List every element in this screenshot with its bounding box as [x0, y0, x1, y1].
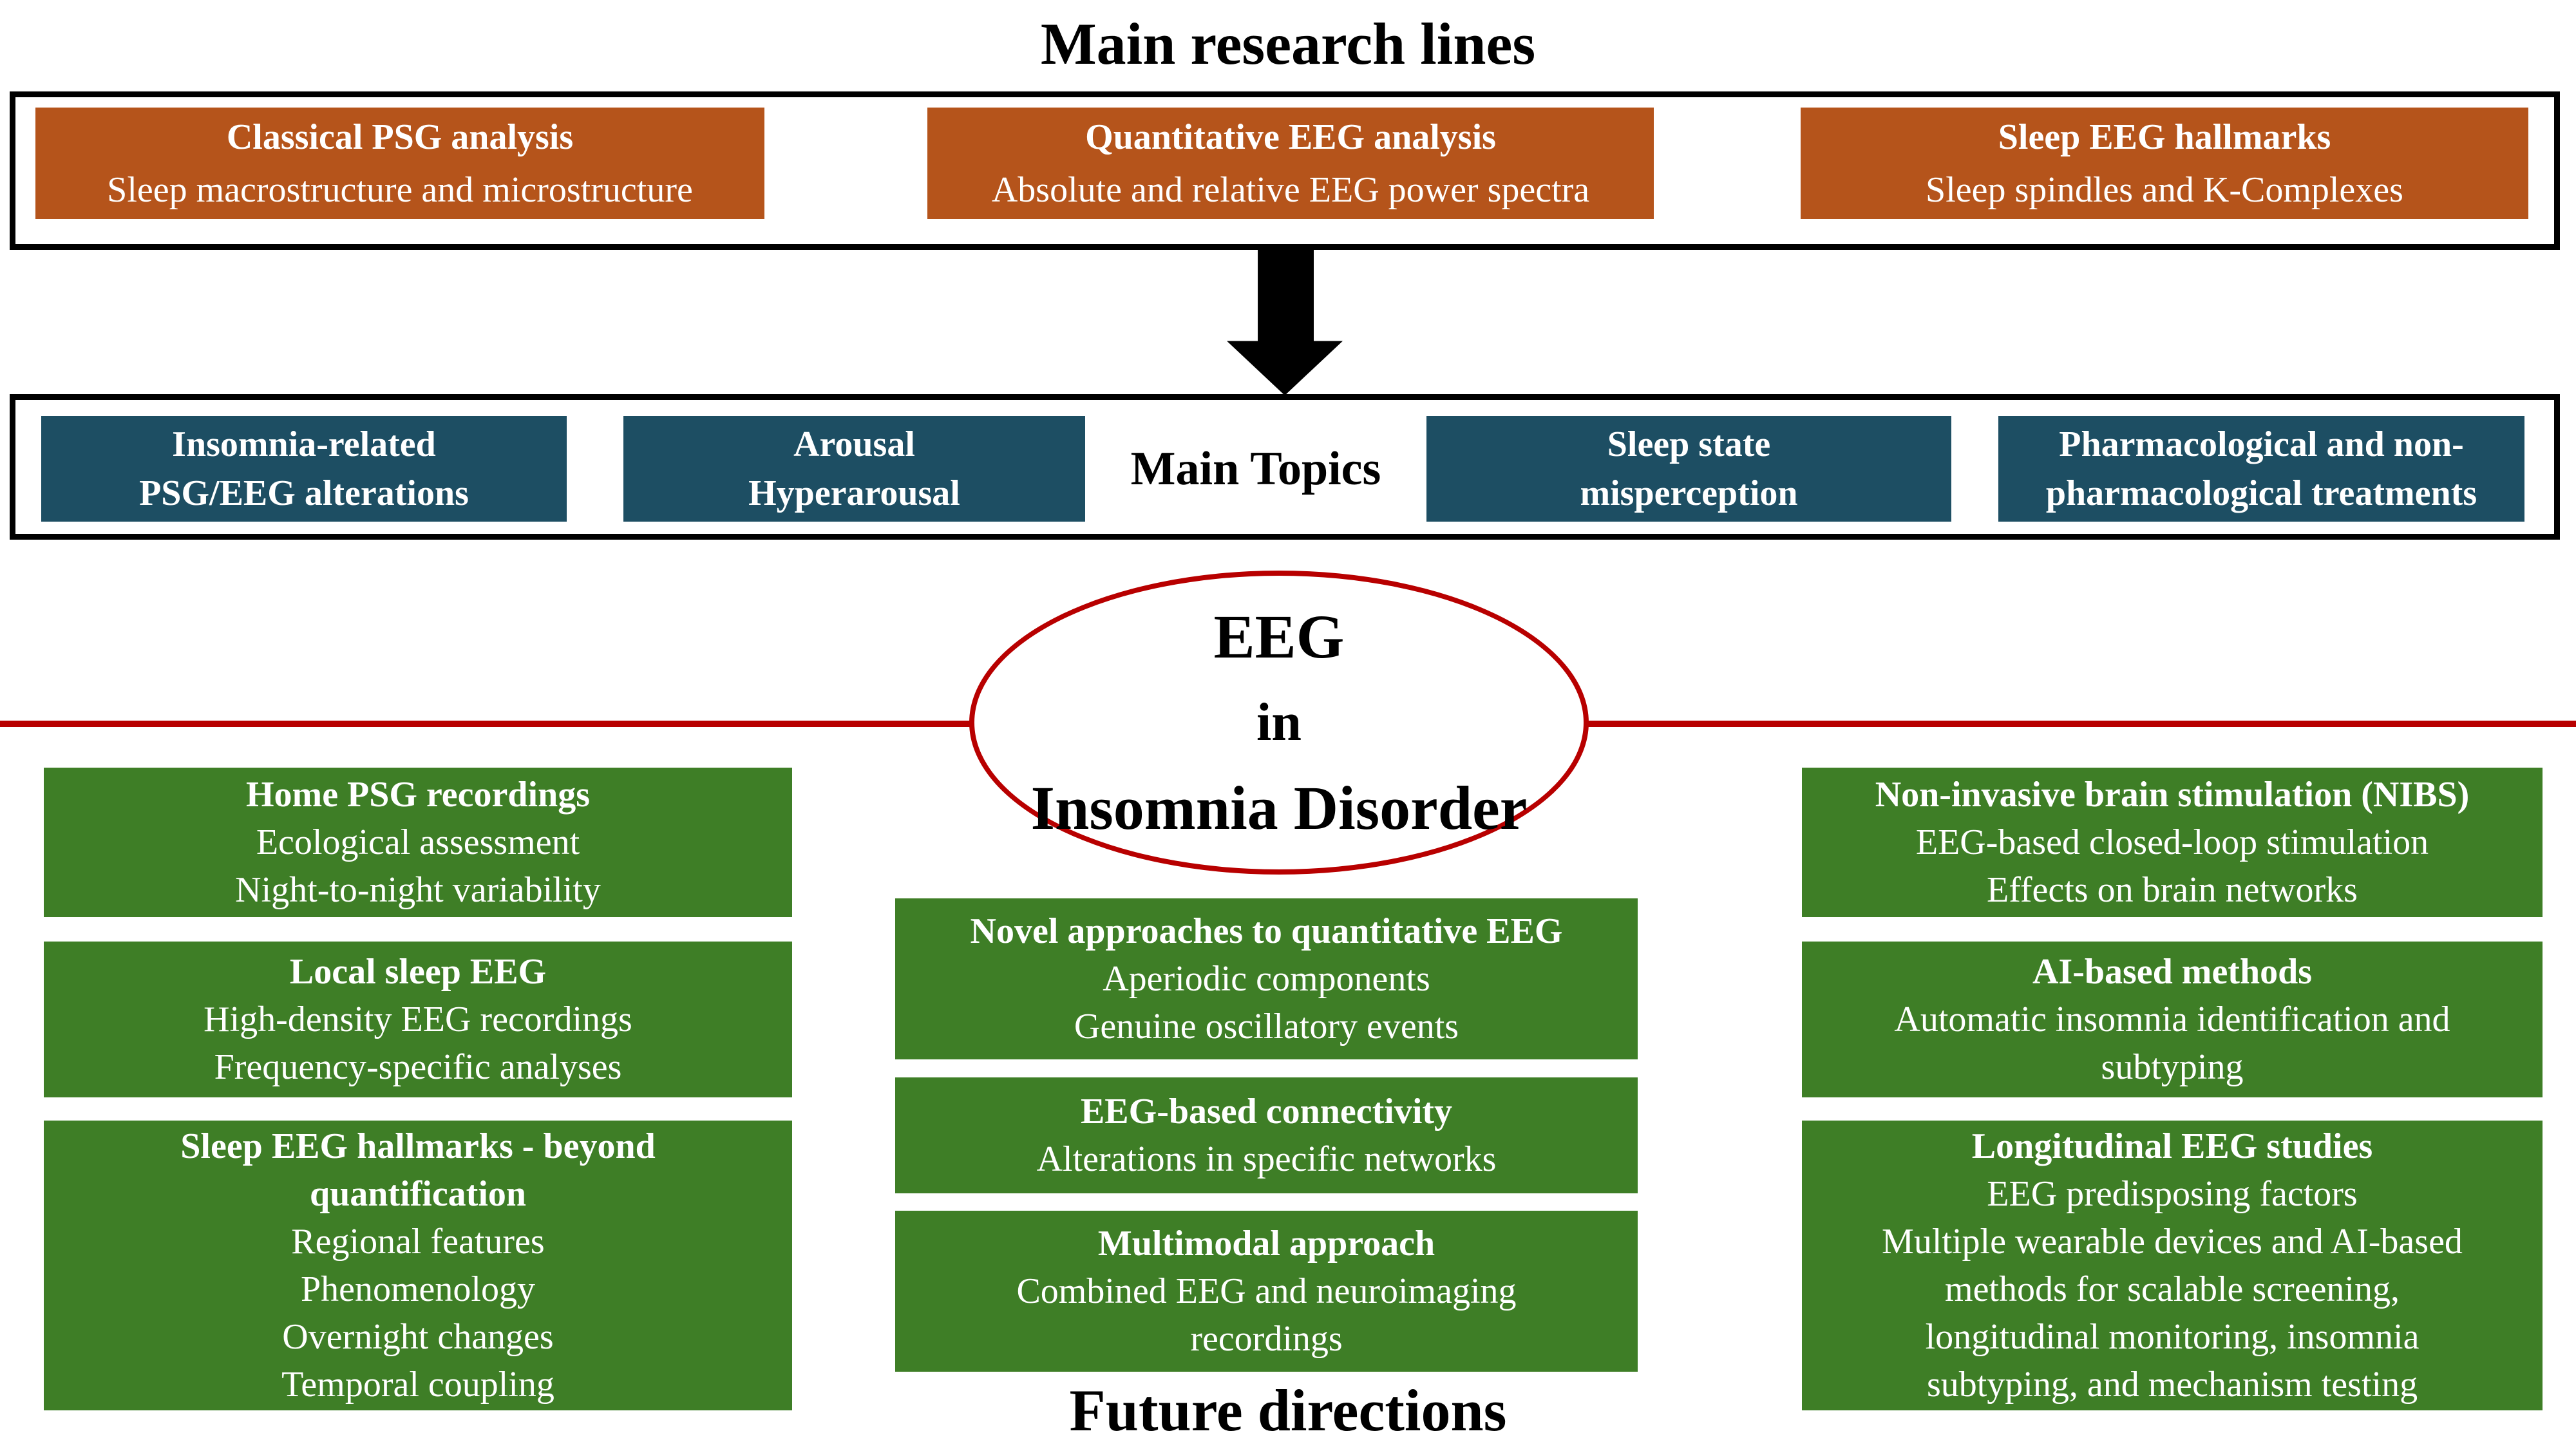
future-box-eeg-based-connectivity: EEG-based connectivity Alterations in sp…: [895, 1077, 1638, 1193]
box-text-line: Ecological assessment: [256, 822, 580, 862]
future-box-local-sleep-eeg: Local sleep EEG High-density EEG recordi…: [44, 942, 792, 1097]
page-title: Main research lines: [1040, 11, 1536, 77]
box-text-line: High-density EEG recordings: [204, 999, 632, 1039]
box-text-line: Automatic insomnia identification and: [1894, 999, 2450, 1039]
box-text-line: Sleep spindles and K-Complexes: [1926, 169, 2403, 210]
box-text-line: Regional features: [291, 1222, 545, 1262]
ellipse-line: in: [1256, 692, 1302, 752]
box-title-line: quantification: [309, 1174, 527, 1214]
box-text-line: Combined EEG and neuroimaging: [1016, 1271, 1517, 1311]
future-box-longitudinal-eeg-studies: Longitudinal EEG studies EEG predisposin…: [1802, 1121, 2543, 1410]
box-title-line: pharmacological treatments: [2045, 473, 2477, 513]
box-text-line: Multiple wearable devices and AI-based: [1882, 1222, 2463, 1262]
main-topic-psg-eeg-alterations: Insomnia-related PSG/EEG alterations: [41, 416, 567, 522]
box-title-line: Local sleep EEG: [289, 952, 547, 992]
future-box-ai-based-methods: AI-based methods Automatic insomnia iden…: [1802, 942, 2543, 1097]
box-text-line: Genuine oscillatory events: [1074, 1007, 1459, 1046]
future-box-home-psg-recordings: Home PSG recordings Ecological assessmen…: [44, 768, 792, 917]
box-title-line: Insomnia-related: [172, 424, 436, 464]
box-title-line: Sleep EEG hallmarks: [1998, 117, 2331, 157]
box-title-line: Hyperarousal: [748, 473, 960, 513]
future-directions-title: Future directions: [1069, 1378, 1507, 1443]
box-title-line: EEG-based connectivity: [1080, 1092, 1453, 1132]
box-title-line: Sleep EEG hallmarks - beyond: [180, 1126, 656, 1166]
box-title-line: Multimodal approach: [1097, 1224, 1435, 1264]
box-text-line: subtyping: [2101, 1047, 2244, 1087]
box-title-line: Classical PSG analysis: [226, 117, 574, 157]
ellipse-line: Insomnia Disorder: [1030, 773, 1528, 842]
future-box-multimodal-approach: Multimodal approach Combined EEG and neu…: [895, 1211, 1638, 1372]
main-topics-label: Main Topics: [1130, 442, 1381, 495]
box-text-line: Alterations in specific networks: [1036, 1139, 1497, 1179]
future-box-sleep-eeg-hallmarks-beyond: Sleep EEG hallmarks - beyond quantificat…: [44, 1121, 792, 1410]
box-text-line: methods for scalable screening,: [1945, 1269, 2400, 1309]
main-topic-sleep-state-misperception: Sleep state misperception: [1426, 416, 1951, 522]
box-text-line: Aperiodic components: [1103, 959, 1430, 999]
research-line-sleep-eeg-hallmarks: Sleep EEG hallmarks Sleep spindles and K…: [1801, 108, 2528, 219]
main-topic-arousal: Arousal Hyperarousal: [623, 416, 1085, 522]
box-title-line: AI-based methods: [2032, 952, 2313, 992]
box-text-line: Frequency-specific analyses: [214, 1047, 622, 1087]
future-box-novel-quantitative-eeg: Novel approaches to quantitative EEG Ape…: [895, 898, 1638, 1059]
main-topic-treatments: Pharmacological and non- pharmacological…: [1998, 416, 2524, 522]
box-title-line: Longitudinal EEG studies: [1971, 1126, 2373, 1166]
box-title-line: Novel approaches to quantitative EEG: [970, 911, 1563, 951]
box-text-line: longitudinal monitoring, insomnia: [1925, 1317, 2420, 1357]
main-topics-label-wrap: Main Topics: [1085, 416, 1426, 522]
box-title-line: Arousal: [793, 424, 915, 464]
box-title-line: PSG/EEG alterations: [139, 473, 469, 513]
box-text-line: Night-to-night variability: [235, 870, 601, 910]
box-text-line: Absolute and relative EEG power spectra: [991, 169, 1590, 210]
box-text-line: Overnight changes: [282, 1317, 554, 1357]
box-title-line: Pharmacological and non-: [2059, 424, 2464, 464]
box-text-line: Temporal coupling: [281, 1365, 554, 1405]
box-title-line: misperception: [1580, 473, 1798, 513]
research-line-classical-psg: Classical PSG analysis Sleep macrostruct…: [35, 108, 764, 219]
box-text-line: Sleep macrostructure and microstructure: [107, 169, 693, 210]
future-box-nibs: Non-invasive brain stimulation (NIBS) EE…: [1802, 768, 2543, 917]
box-title-line: Quantitative EEG analysis: [1085, 117, 1496, 157]
box-text-line: Effects on brain networks: [1987, 870, 2358, 910]
center-ellipse-eeg-in-insomnia-disorder: EEG in Insomnia Disorder: [969, 571, 1589, 875]
box-text-line: recordings: [1190, 1319, 1343, 1359]
down-arrow-icon: [1227, 250, 1343, 395]
research-line-quantitative-eeg: Quantitative EEG analysis Absolute and r…: [927, 108, 1654, 219]
box-text-line: Phenomenology: [301, 1269, 535, 1309]
box-title-line: Home PSG recordings: [245, 775, 591, 815]
box-text-line: EEG predisposing factors: [1987, 1174, 2358, 1214]
box-title-line: Sleep state: [1607, 424, 1771, 464]
ellipse-line: EEG: [1213, 602, 1345, 671]
box-text-line: subtyping, and mechanism testing: [1926, 1365, 2418, 1405]
box-title-line: Non-invasive brain stimulation (NIBS): [1875, 775, 2470, 815]
box-text-line: EEG-based closed-loop stimulation: [1915, 822, 2429, 862]
